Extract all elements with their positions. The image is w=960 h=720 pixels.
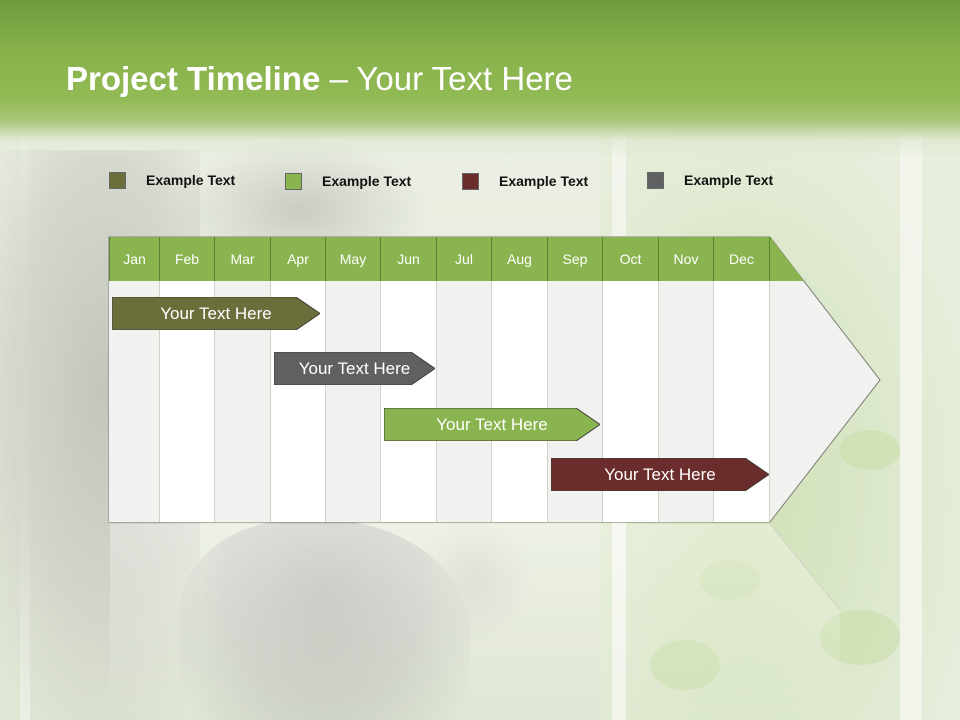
task-bar-shape	[551, 458, 769, 491]
task-bar-shape	[112, 297, 320, 330]
month-header-mar: Mar	[215, 237, 271, 281]
timeline-arrow-header-wedge	[770, 237, 804, 281]
legend-swatch-3	[462, 172, 479, 190]
task-bar-label: Your Text Here	[604, 464, 716, 484]
task-bar-arrow	[384, 408, 600, 441]
task-bar-arrow	[274, 352, 435, 385]
task-bar-arrow	[551, 458, 769, 491]
legend-item-1: Example Text	[109, 170, 235, 190]
month-header-oct: Oct	[603, 237, 659, 281]
task-bar-shape	[274, 352, 435, 385]
month-column	[326, 281, 381, 522]
task-bar-label: Your Text Here	[160, 303, 272, 323]
month-header-feb: Feb	[160, 237, 215, 281]
reflection-edge	[769, 523, 841, 611]
task-bar-2[interactable]: Your Text Here	[274, 352, 435, 385]
month-header-apr: Apr	[271, 237, 326, 281]
task-bar-shape	[384, 408, 600, 441]
slide-title: Project Timeline – Your Text Here	[66, 60, 573, 98]
title-rest-part: – Your Text Here	[320, 60, 573, 97]
legend-label-4: Example Text	[684, 172, 774, 188]
month-header-sep: Sep	[548, 237, 603, 281]
legend-swatch-4	[647, 171, 664, 189]
legend-swatch-1	[109, 171, 126, 189]
header-band	[0, 0, 960, 160]
month-header-dec: Dec	[714, 237, 770, 281]
month-header-jul: Jul	[437, 237, 492, 281]
task-bar-1[interactable]: Your Text Here	[112, 297, 320, 330]
month-column	[492, 281, 548, 522]
month-header-jun: Jun	[381, 237, 437, 281]
month-header-nov: Nov	[659, 237, 714, 281]
task-bar-3[interactable]: Your Text Here	[384, 408, 600, 441]
legend-label-2: Example Text	[322, 173, 412, 189]
task-bar-arrow	[112, 297, 320, 330]
legend-item-4: Example Text	[647, 170, 773, 190]
month-header-aug: Aug	[492, 237, 548, 281]
month-column	[381, 281, 437, 522]
legend-item-2: Example Text	[285, 171, 411, 191]
legend-swatch-2	[285, 172, 302, 190]
task-bar-4[interactable]: Your Text Here	[551, 458, 769, 491]
title-bold-part: Project Timeline	[66, 60, 321, 97]
legend-label-3: Example Text	[499, 173, 589, 189]
month-column	[437, 281, 492, 522]
month-header-jan: Jan	[109, 237, 160, 281]
timeline-reflection	[110, 524, 840, 720]
legend-label-1: Example Text	[146, 172, 236, 188]
foliage-blob	[840, 430, 900, 470]
task-bar-label: Your Text Here	[436, 414, 548, 434]
window-frame-right	[900, 130, 922, 720]
legend-item-3: Example Text	[462, 171, 588, 191]
month-header-may: May	[326, 237, 381, 281]
task-bar-label: Your Text Here	[298, 358, 411, 378]
